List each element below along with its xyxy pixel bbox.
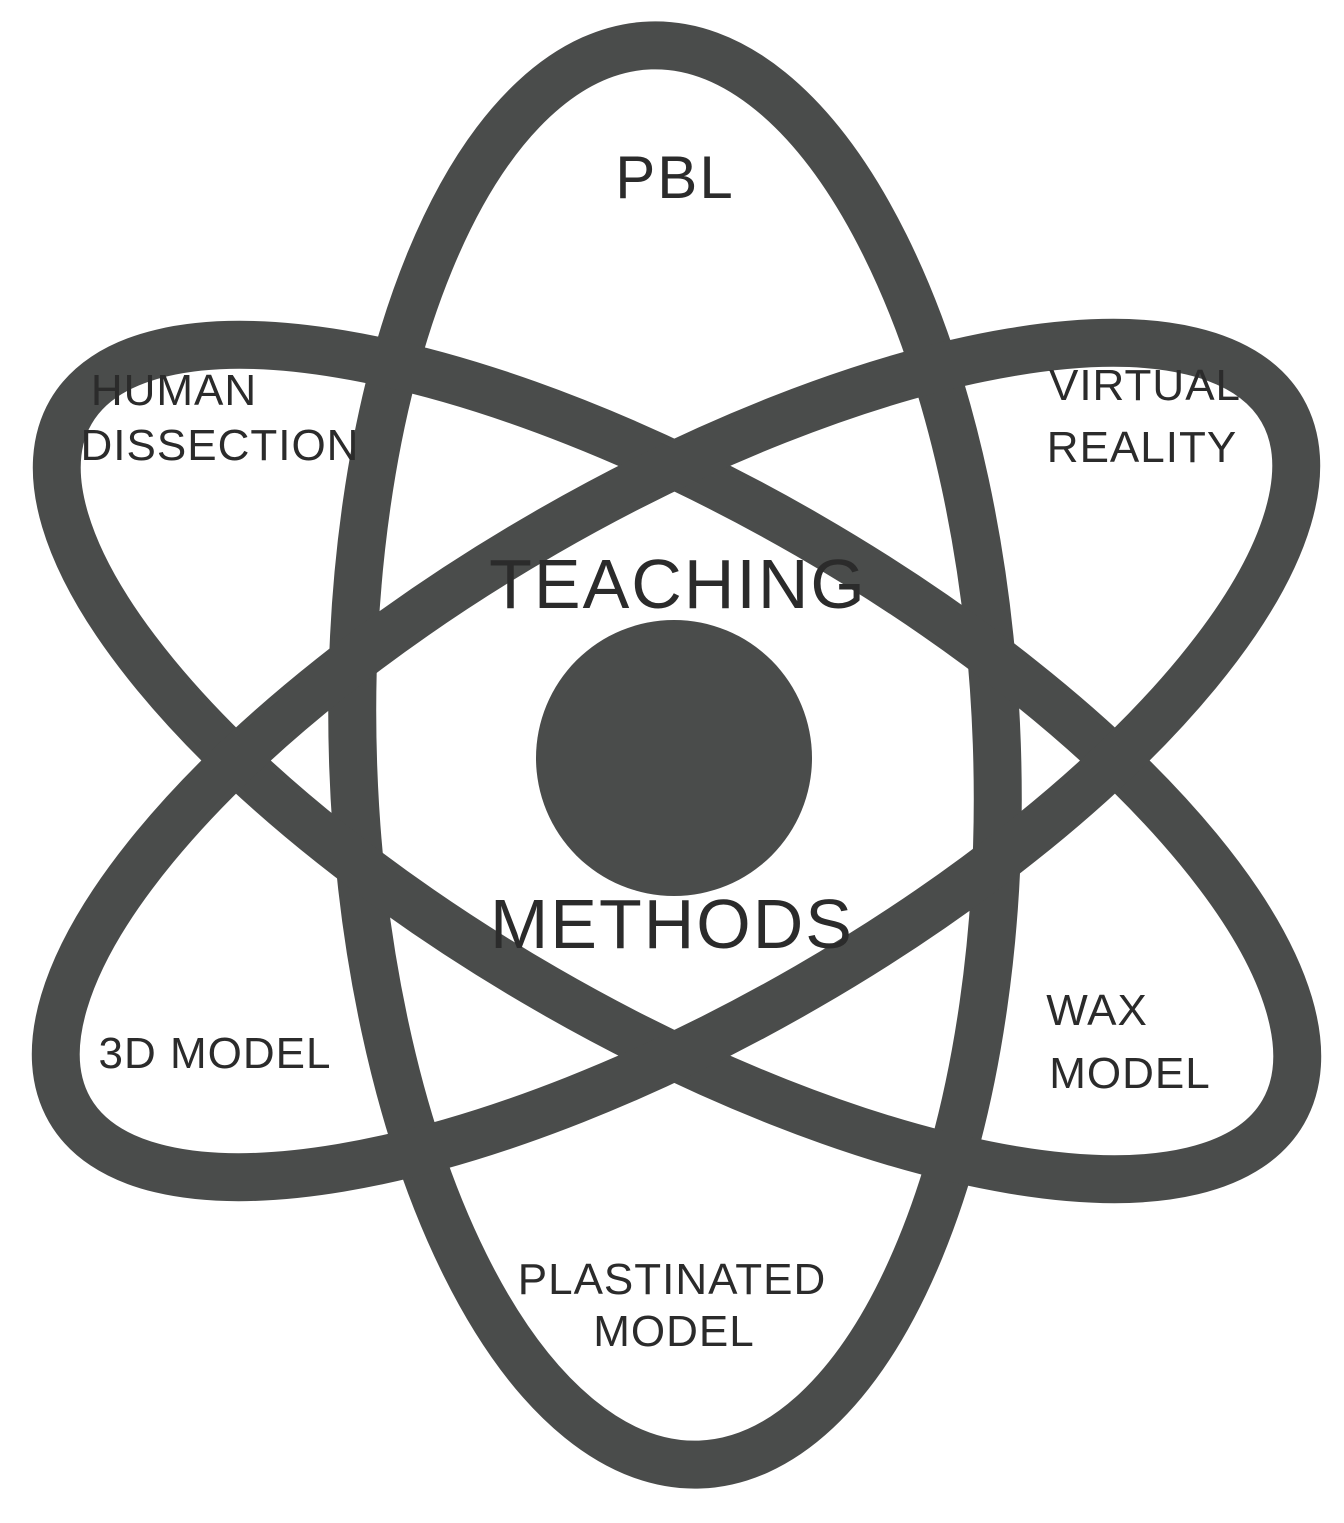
label-3d-model: 3D MODEL	[99, 1029, 332, 1078]
label-wax-model-line2: MODEL	[1049, 1049, 1210, 1098]
label-wax-model-line1: WAX	[1046, 986, 1148, 1035]
nucleus	[536, 620, 812, 896]
orbit-diagonal-down	[32, 320, 1322, 1204]
label-pbl: PBL	[615, 144, 734, 211]
label-plastinated-model: PLASTINATED MODEL	[518, 1255, 826, 1356]
center-label-teaching: TEACHING	[489, 545, 867, 623]
label-plastinated-model-line1: PLASTINATED	[518, 1255, 826, 1304]
label-wax-model: WAX MODEL	[1046, 986, 1210, 1098]
label-human-dissection-line2: DISSECTION	[81, 421, 360, 470]
orbits	[31, 21, 1322, 1489]
label-human-dissection: HUMAN DISSECTION	[81, 366, 360, 470]
label-virtual-reality-line1: VIRTUAL	[1049, 361, 1241, 410]
center-label-methods: METHODS	[490, 885, 854, 963]
orbit-diagonal-up	[31, 318, 1321, 1202]
label-virtual-reality-line2: REALITY	[1047, 423, 1237, 472]
label-plastinated-model-line2: MODEL	[593, 1307, 754, 1356]
label-virtual-reality: VIRTUAL REALITY	[1047, 361, 1241, 472]
orbit-vertical	[328, 21, 1022, 1489]
label-human-dissection-line1: HUMAN	[91, 366, 257, 415]
